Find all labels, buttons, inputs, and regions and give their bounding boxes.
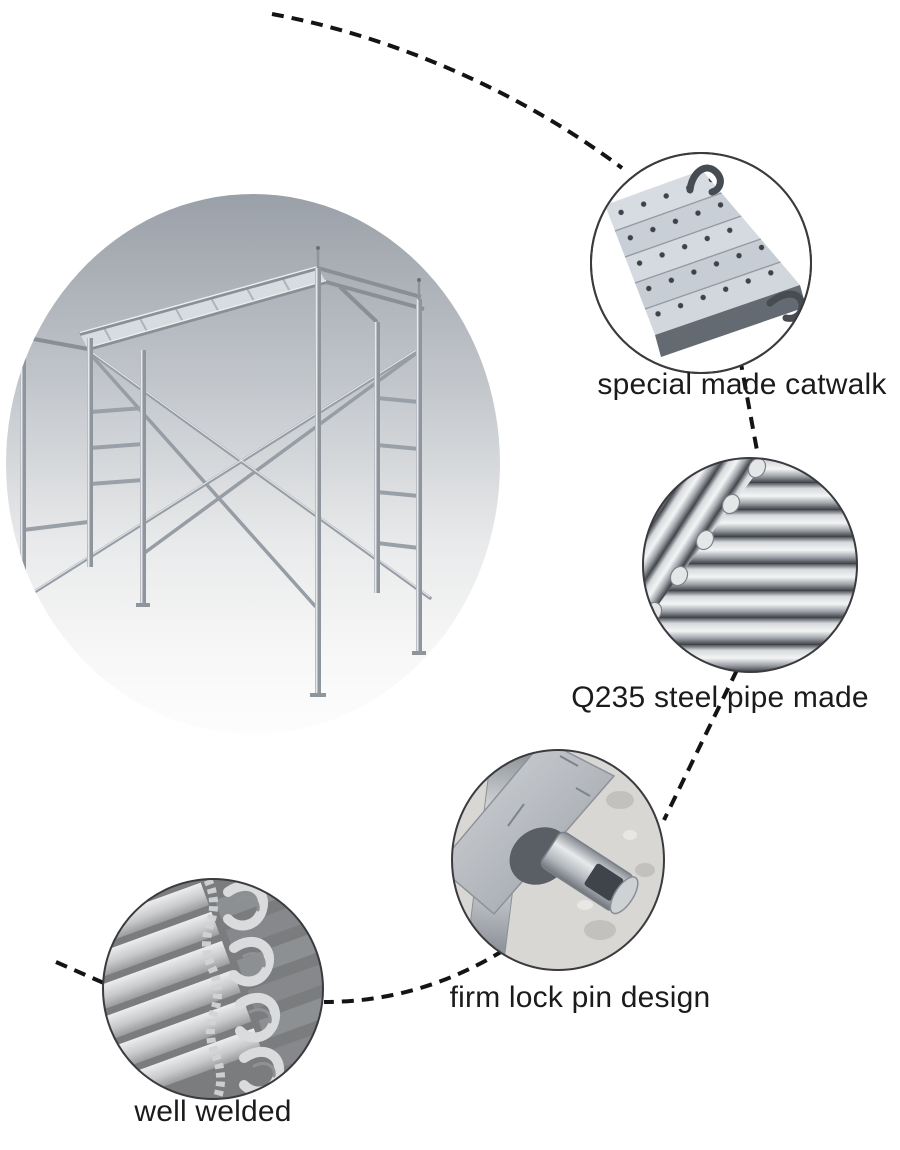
callout-circle-catwalk (590, 152, 812, 374)
catwalk-hook-top (686, 164, 724, 196)
connector-pipe-lockpin (662, 669, 739, 821)
lock-pin (540, 831, 639, 915)
callout-label-steel-pipe: Q235 steel pipe made (571, 681, 869, 714)
callout-circle-lock-pin (451, 749, 665, 971)
callout-label-welding: well welded (134, 1095, 292, 1128)
connector-top-arc (271, 12, 624, 170)
connector-lockpin-weld (323, 948, 506, 1004)
lock-plate (452, 750, 616, 916)
connector-weld-left (55, 960, 107, 986)
weld-seam (202, 879, 226, 1098)
callout-label-lock-pin: firm lock pin design (449, 981, 711, 1014)
main-product-circle (6, 194, 500, 734)
callout-circle-welding (102, 878, 324, 1100)
connector-catwalk-pipe (738, 357, 760, 457)
scaffold-illustration (16, 246, 432, 697)
dashed-connector-lines (55, 12, 760, 1004)
callout-label-catwalk: special made catwalk (597, 368, 887, 401)
